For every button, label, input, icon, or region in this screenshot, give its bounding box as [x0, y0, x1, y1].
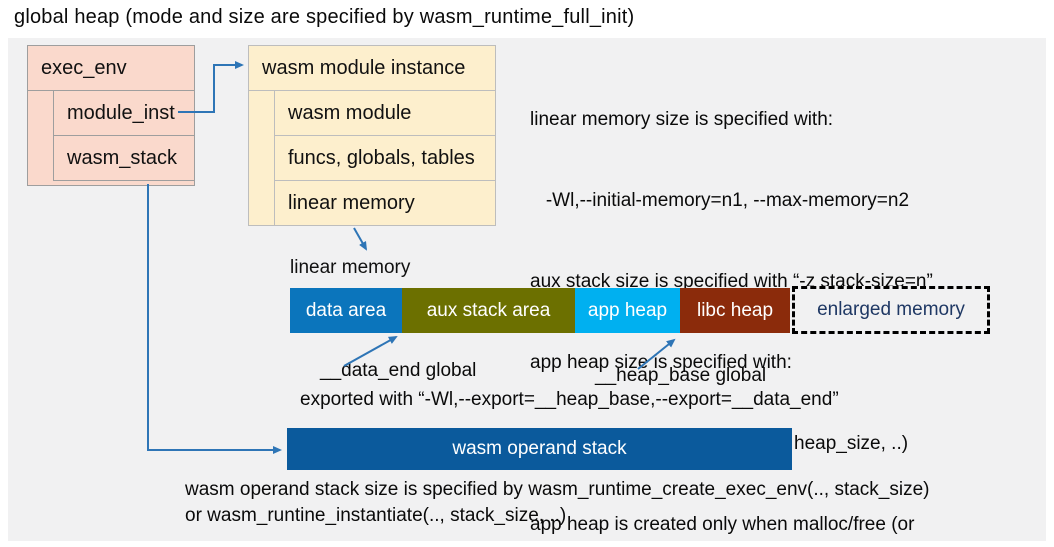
- segment-enlarged-memory: enlarged memory: [792, 286, 990, 334]
- linear-memory-label: linear memory: [290, 257, 411, 278]
- page-title: global heap (mode and size are specified…: [14, 6, 635, 28]
- segment-aux-stack-area: aux stack area: [402, 288, 575, 333]
- module-instance-row-funcs-globals-tables: funcs, globals, tables: [274, 135, 496, 181]
- module-instance-box: wasm module instance wasm module funcs, …: [248, 45, 496, 226]
- exported-with-note: exported with “-Wl,--export=__heap_base,…: [300, 389, 839, 410]
- module-instance-row-wasm-module: wasm module: [274, 90, 496, 136]
- segment-data-area: data area: [290, 288, 402, 333]
- note-line: app heap is created only when malloc/fre…: [530, 514, 915, 535]
- exec-env-row-wasm-stack: wasm_stack: [53, 135, 195, 181]
- exec-env-row-module-inst: module_inst: [53, 90, 195, 136]
- module-instance-header: wasm module instance: [249, 46, 495, 91]
- exec-env-box: exec_env module_inst wasm_stack: [27, 45, 195, 186]
- segment-app-heap: app heap: [575, 288, 680, 333]
- module-instance-row-linear-memory: linear memory: [274, 180, 496, 226]
- note-line: or wasm_runtine_instantiate(.., stack_si…: [185, 505, 567, 526]
- note-line: -Wl,--initial-memory=n1, --max-memory=n2: [530, 190, 910, 211]
- exec-env-header: exec_env: [28, 46, 194, 91]
- heap-base-global-label: __heap_base global: [595, 365, 767, 386]
- note-line: linear memory size is specified with:: [530, 109, 834, 130]
- data-end-global-label: __data_end global: [320, 360, 477, 381]
- operand-stack-bar: wasm operand stack: [287, 428, 792, 470]
- note-line: wasm operand stack size is specified by …: [185, 479, 930, 500]
- note-line: app heap size is specified with:: [530, 352, 792, 373]
- notes-bottom: wasm operand stack size is specified by …: [185, 477, 930, 529]
- segment-libc-heap: libc heap: [680, 288, 790, 333]
